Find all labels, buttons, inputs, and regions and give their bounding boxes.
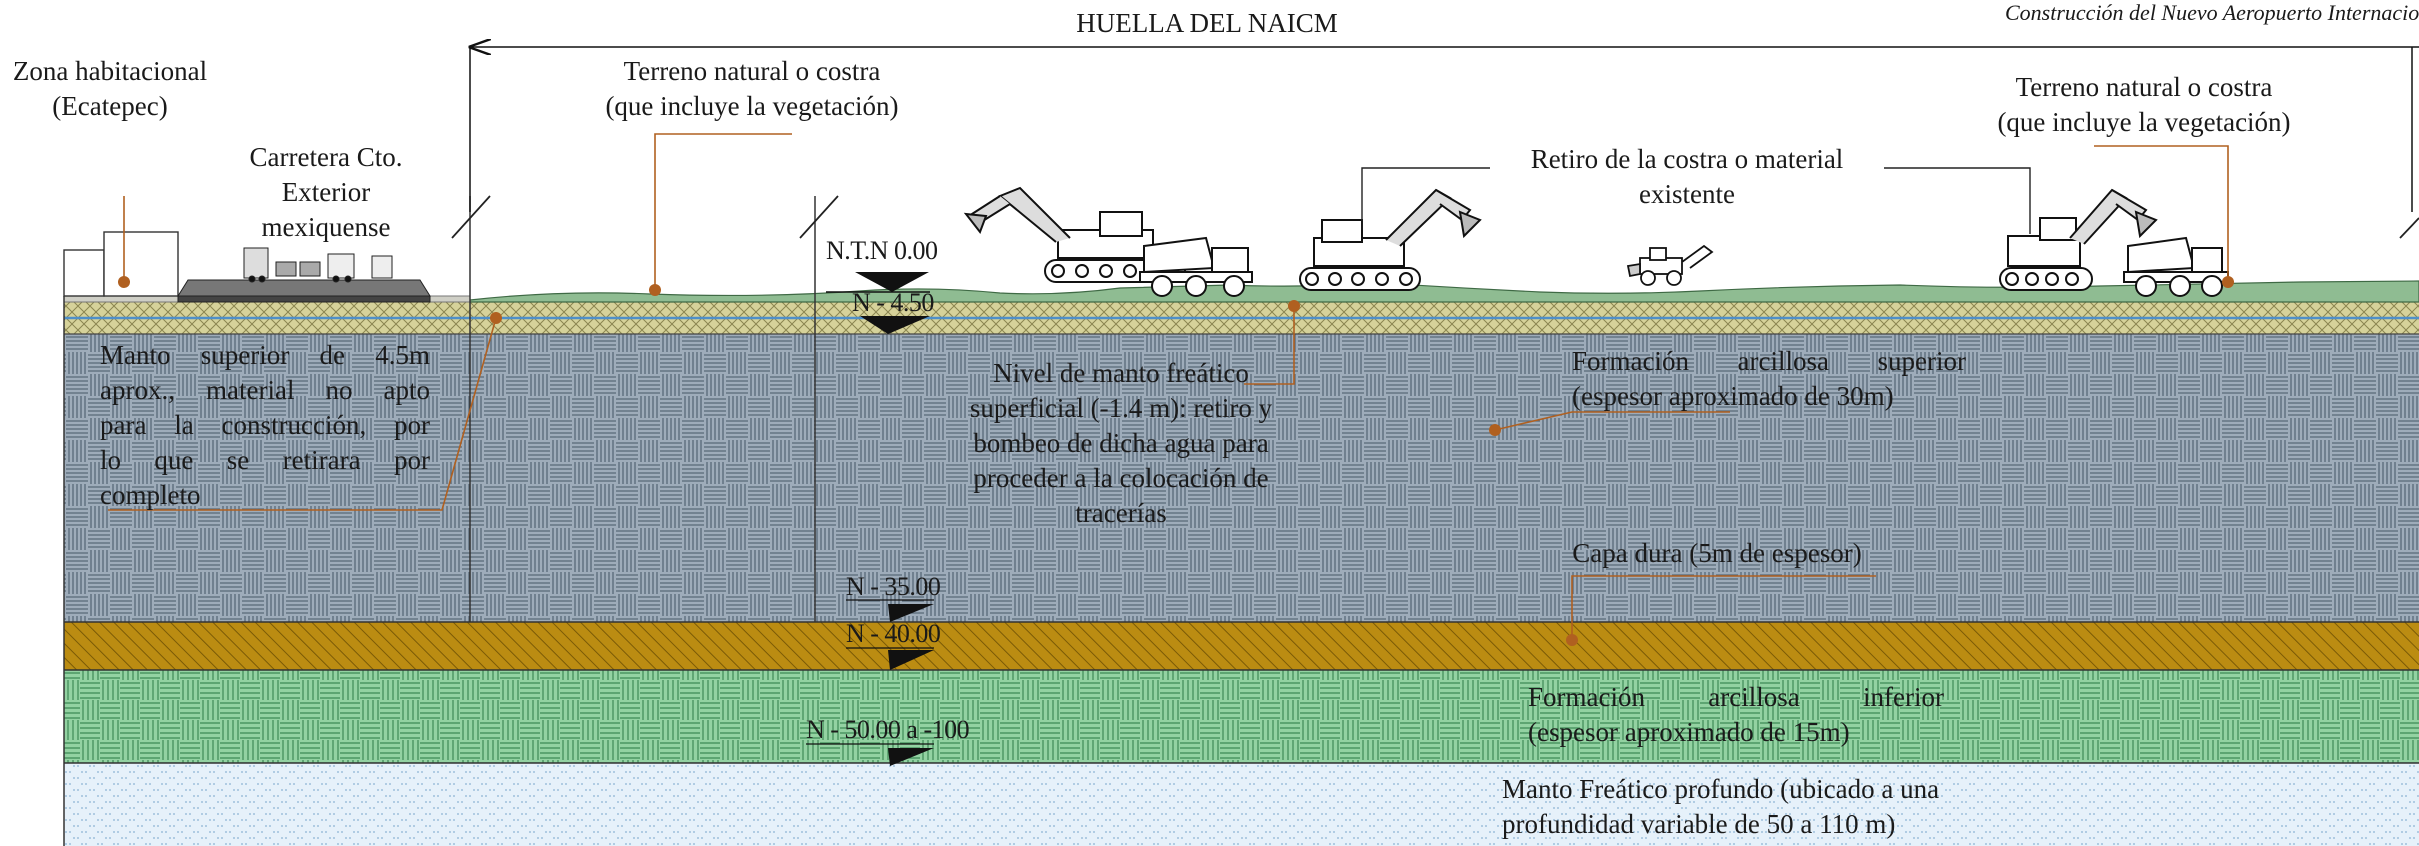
level-marker-ntn [826, 272, 930, 293]
note-capa-dura: Capa dura (5m de espesor) [1572, 538, 1862, 568]
label-terreno-right: Terreno natural o costra(que incluye la … [1997, 72, 2291, 137]
lower-clay-layer [64, 670, 2419, 763]
excavator-icon [1999, 188, 2158, 291]
vegetation-surface [469, 280, 2419, 303]
break-mark [451, 195, 491, 239]
excavator-icon [1299, 188, 1482, 291]
level-n50: N - 50.00 a -100 [806, 715, 970, 744]
dump-truck-icon [1139, 236, 1253, 297]
level-marker-n35 [846, 599, 934, 622]
break-mark [2399, 217, 2419, 239]
level-n35: N - 35.00 [846, 572, 941, 601]
leader-lines-dark [1361, 167, 2031, 234]
note-formacion-inferior: Formación arcillosa inferior (espesor ap… [1528, 682, 1944, 747]
note-manto-superior: Manto superior de 4.5m aprox., material … [100, 340, 430, 510]
hard-layer [64, 622, 2419, 670]
note-formacion-superior: Formación arcillosa superior (espesor ap… [1572, 346, 1966, 411]
note-nivel-freatico: Nivel de manto freático superficial (-1.… [969, 358, 1273, 528]
document-caption: Construcción del Nuevo Aeropuerto Intern… [2005, 0, 2419, 25]
deep-aquifer-layer [64, 763, 2419, 846]
upper-clay-layer [64, 316, 2419, 622]
label-terreno-left: Terreno natural o costra(que incluye la … [605, 56, 899, 121]
house-icon [63, 231, 179, 297]
level-n40: N - 40.00 [846, 619, 941, 648]
footprint-title: HUELLA DEL NAICM [1076, 8, 1338, 38]
backhoe-icon [1626, 244, 1714, 286]
road-with-vehicles-icon [177, 247, 431, 303]
leader-lines [108, 133, 2229, 640]
level-ntn: N.T.N 0.00 [826, 236, 938, 265]
level-marker-n40 [846, 647, 934, 670]
level-marker-n50 [806, 743, 934, 766]
dump-truck-icon [2123, 236, 2229, 297]
break-mark [799, 195, 839, 239]
leader-dots [118, 276, 2234, 646]
level-marker-n450 [860, 316, 930, 334]
label-zona-habitacional: Zona habitacional(Ecatepec) [12, 56, 208, 121]
note-manto-profundo: Manto Freático profundo (ubicado a una p… [1502, 774, 1940, 839]
level-n450: N - 4.50 [852, 288, 934, 317]
